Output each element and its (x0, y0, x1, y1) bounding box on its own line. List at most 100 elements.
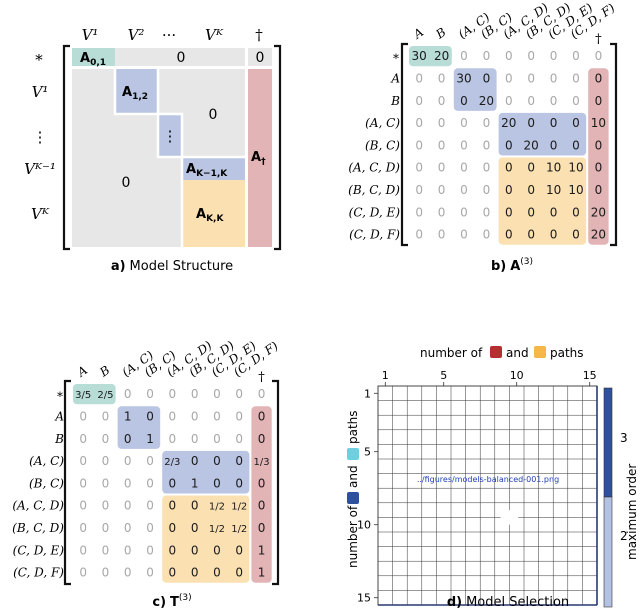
matrix-cell: 0 (438, 183, 446, 197)
matrix-cell: 0 (415, 138, 423, 152)
matrix-cell: 0 (595, 183, 603, 197)
right-bracket (610, 42, 618, 247)
missing-image-path: ../figures/models-balanced-001.png (417, 475, 559, 484)
scale-segment-2 (603, 496, 613, 608)
matrix-cell: 0 (438, 116, 446, 130)
col-header-text: B (432, 25, 448, 42)
matrix-cell: 0 (572, 49, 580, 63)
matrix-cell: 0 (258, 499, 266, 513)
left-axis-label-text: number of (346, 505, 360, 568)
caption-d: d)Model Selection (447, 595, 569, 610)
matrix-cell: 0 (505, 183, 513, 197)
block-blue-1 (453, 68, 497, 111)
matrix-cell: 0 (235, 476, 243, 490)
matrix-cell: 0 (550, 94, 558, 108)
matrix-cell: 0 (415, 205, 423, 219)
col-header: A (410, 25, 426, 42)
label-zero-low: 0 (122, 175, 131, 191)
label-a01: A0,1 (80, 51, 106, 68)
matrix-cell: 0 (258, 476, 266, 490)
col-header: B (96, 363, 112, 380)
top-axis-label-paths: paths (550, 346, 584, 360)
matrix-cell: 0 (460, 94, 468, 108)
matrix-cell: 0 (438, 71, 446, 85)
matrix-cell: 0 (169, 521, 177, 535)
y-tick-label: 10 (357, 519, 371, 532)
left-bracket (63, 379, 71, 586)
row-header: (A, C, D) (348, 161, 400, 175)
matrix-cell: 0 (146, 521, 154, 535)
matrix-cell: 3/5 (75, 390, 91, 401)
matrix-cell: 0 (483, 71, 491, 85)
col-header: A (74, 363, 90, 380)
label-zero-mid: 0 (209, 107, 218, 123)
col-header-v1: V¹ (82, 26, 99, 44)
matrix-cell: 1 (191, 476, 199, 490)
left-axis-label: number of and paths (346, 410, 360, 568)
matrix-cell: 10 (568, 161, 583, 175)
row-header: (C, D, F) (349, 228, 400, 242)
matrix-cell: 0 (483, 138, 491, 152)
matrix-cell: 10 (546, 161, 561, 175)
matrix-cell: 0 (191, 499, 199, 513)
matrix-cell: 0 (213, 543, 221, 557)
matrix-cell: 1/2 (209, 524, 225, 535)
matrix-cell: 0 (460, 205, 468, 219)
matrix-cell: 0 (79, 499, 87, 513)
matrix-cell: 0 (527, 71, 535, 85)
row-header: ∗ (56, 387, 64, 401)
matrix-cell: 0 (258, 409, 266, 423)
x-tick-label: 15 (583, 369, 597, 382)
matrix-cell: 0 (527, 49, 535, 63)
scale-segment-3 (603, 387, 613, 498)
matrix-cell: 2/5 (97, 390, 113, 401)
matrix-cell: 0 (415, 228, 423, 242)
matrix-cell: 0 (527, 94, 535, 108)
matrix-cell: 0 (191, 566, 199, 580)
matrix-cell: 30 (412, 49, 427, 63)
matrix-cell: 0 (102, 454, 110, 468)
matrix-cell: 30 (456, 71, 471, 85)
matrix-cell: 0 (191, 432, 199, 446)
label-a12: A1,2 (122, 85, 148, 102)
row-header-vdots: ⋮ (33, 128, 48, 146)
block-vdots (158, 114, 182, 157)
matrix-cell: 0 (146, 454, 154, 468)
staircase-edge (113, 69, 184, 247)
matrix-cell: 0 (79, 566, 87, 580)
matrix-cell: 0 (595, 138, 603, 152)
matrix-cell: 0 (124, 543, 132, 557)
matrix-cell: 0 (415, 161, 423, 175)
matrix-cell: 0 (169, 409, 177, 423)
matrix-cell: 0 (102, 543, 110, 557)
block-a01 (72, 48, 115, 66)
matrix-cell: 0 (213, 387, 221, 401)
matrix-cell: 0 (550, 228, 558, 242)
matrix-cell: 0 (79, 476, 87, 490)
navy-swatch-icon (347, 492, 359, 504)
matrix-cell: 0 (169, 499, 177, 513)
matrix-cell: 0 (191, 387, 199, 401)
matrix-cell: 0 (438, 94, 446, 108)
matrix-cell: 0 (572, 205, 580, 219)
cyan-swatch-icon (347, 448, 359, 460)
matrix-cell: 20 (591, 228, 606, 242)
matrix-cell: 0 (235, 566, 243, 580)
right-bracket (272, 379, 280, 586)
matrix-cell: 0 (102, 566, 110, 580)
caption-c: c)T(3) (152, 593, 191, 610)
matrix-cell: 20 (479, 94, 494, 108)
matrix-cell: 0 (169, 476, 177, 490)
matrix-cell: 0 (483, 228, 491, 242)
matrix-cell: 20 (591, 205, 606, 219)
row-header: B (54, 432, 64, 446)
matrix-cell: 0 (146, 387, 154, 401)
matrix-cell: 0 (505, 138, 513, 152)
matrix-cell: 0 (438, 161, 446, 175)
block-orange (162, 495, 250, 583)
matrix-cell: 0 (213, 409, 221, 423)
row-header: (B, C) (29, 476, 64, 490)
matrix-cell: 0 (527, 228, 535, 242)
matrix-cell: 0 (258, 387, 266, 401)
